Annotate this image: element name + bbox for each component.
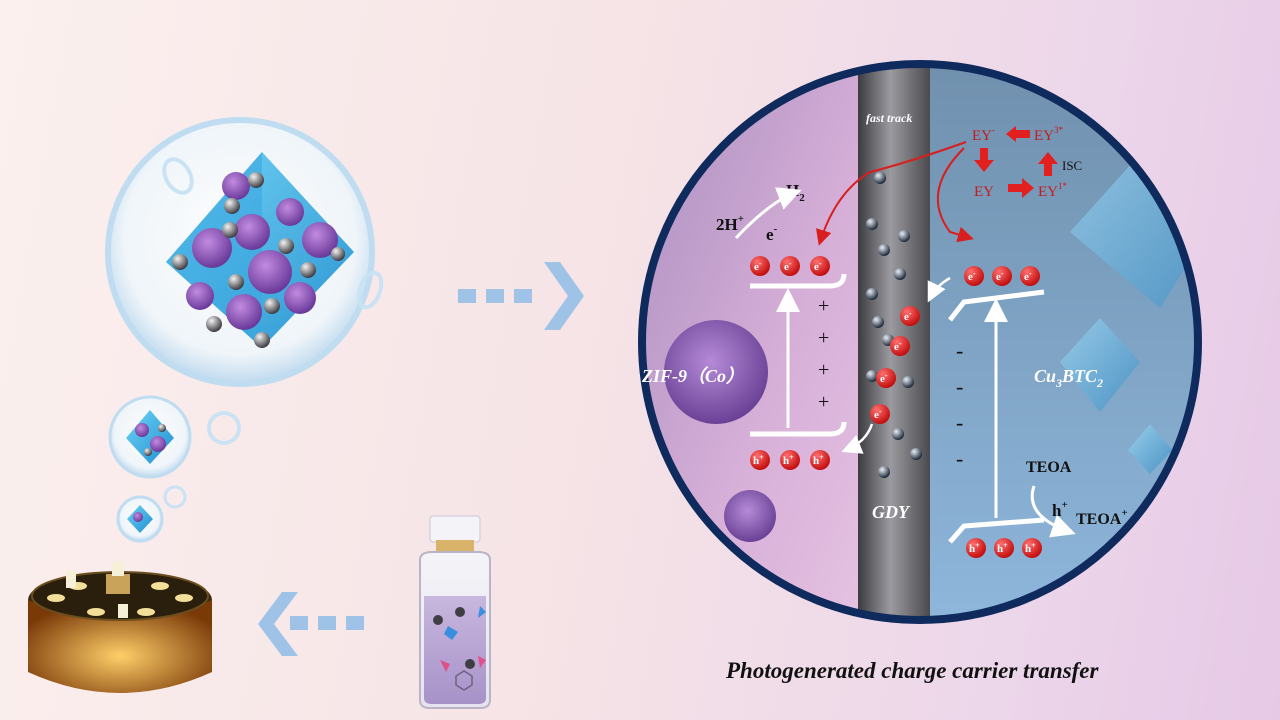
svg-text:e-: e- <box>874 407 882 421</box>
svg-text:e-: e- <box>784 259 792 273</box>
two-h-plus-label: 2H+ <box>716 213 744 234</box>
svg-text:e-: e- <box>880 371 888 385</box>
ey3-label: EY3* <box>1034 125 1064 144</box>
arrow-left-icon <box>258 592 364 656</box>
zif-vb-line <box>750 421 847 437</box>
red-arrow-icon <box>974 148 994 172</box>
zif-holes: h+ h+ h+ <box>750 450 830 470</box>
svg-text:e-: e- <box>894 339 902 353</box>
ey1-label: EY1* <box>1038 181 1068 200</box>
fast-track-label: fast track <box>866 111 912 125</box>
small-ring <box>207 411 241 445</box>
red-arrow-icon <box>1008 178 1034 198</box>
small-ring <box>163 485 187 509</box>
svg-text:e-: e- <box>1024 269 1032 283</box>
zif-particle <box>724 490 776 542</box>
svg-text:+: + <box>818 391 829 413</box>
e-minus-label: e- <box>766 223 778 244</box>
svg-text:e-: e- <box>754 259 762 273</box>
teoa-label: TEOA <box>1026 459 1072 476</box>
svg-text:e-: e- <box>996 269 1004 283</box>
plus-signs: + + + + <box>818 295 829 413</box>
purple-particles <box>186 172 338 330</box>
red-arrow-icon <box>1038 152 1058 176</box>
svg-text:-: - <box>956 338 963 363</box>
minus-signs: - - - - <box>956 338 963 471</box>
outer-ring <box>638 60 1202 624</box>
charge-transfer-diagram: fast track EY- EY3* ISC EY EY1* H2 2H+ e… <box>638 60 1202 624</box>
svg-text:h+: h+ <box>997 541 1008 555</box>
svg-text:-: - <box>956 410 963 435</box>
electron-path-arrow <box>816 141 967 246</box>
cu-holes: h+ h+ h+ <box>966 538 1042 558</box>
svg-text:h+: h+ <box>783 453 794 467</box>
mof-bubble-medium <box>108 395 192 479</box>
zif-electrons: e- e- e- <box>750 256 830 276</box>
zif-particle <box>664 320 768 424</box>
mof-bubble-small <box>116 495 164 543</box>
reaction-vial <box>419 515 491 709</box>
gdy-label: GDY <box>872 502 911 522</box>
isc-label: ISC <box>1062 158 1082 173</box>
svg-text:h+: h+ <box>813 453 824 467</box>
svg-text:e-: e- <box>904 309 912 323</box>
gdy-balls <box>866 172 922 478</box>
h-plus-label: h+ <box>1052 499 1068 520</box>
svg-text:e-: e- <box>814 259 822 273</box>
electron-path-arrow <box>936 147 974 243</box>
grey-particles <box>172 172 345 348</box>
h2-evolution-arrow <box>734 187 802 240</box>
zif-cb-line <box>750 273 847 289</box>
mof-bubble-large <box>105 117 384 387</box>
transfer-arrow <box>841 423 874 454</box>
gdy-electrons: e- e- e- e- <box>870 306 920 424</box>
cu3btc2-label: Cu3BTC2 <box>1034 366 1103 390</box>
cu-crystal <box>1128 424 1172 474</box>
red-arrow-icon <box>1006 126 1030 142</box>
left-illustration <box>28 117 584 709</box>
svg-text:-: - <box>956 446 963 471</box>
ey-minus-label: EY- <box>972 125 995 144</box>
ey-cycle: EY- EY3* ISC EY EY1* <box>972 125 1082 200</box>
cu-electrons: e- e- e- <box>964 266 1040 286</box>
transfer-arrow <box>927 276 951 303</box>
svg-text:+: + <box>818 359 829 381</box>
arrow-right-icon <box>458 262 584 330</box>
diagram-caption: Photogenerated charge carrier transfer <box>726 658 1099 683</box>
svg-text:h+: h+ <box>753 453 764 467</box>
cu-vb-line <box>948 517 1045 544</box>
cu-cb-line <box>948 289 1045 322</box>
ey-label: EY <box>974 184 994 200</box>
zif-label: ZIF-9（Co） <box>641 366 744 386</box>
svg-text:+: + <box>818 327 829 349</box>
svg-text:h+: h+ <box>969 541 980 555</box>
svg-text:e-: e- <box>968 269 976 283</box>
photoreactor <box>28 562 212 693</box>
svg-text:-: - <box>956 374 963 399</box>
svg-text:h+: h+ <box>1025 541 1036 555</box>
oxidation-arrow <box>1030 485 1076 538</box>
teoa-plus-label: TEOA+ <box>1076 507 1128 528</box>
svg-text:+: + <box>818 295 829 317</box>
cu-crystal <box>1060 318 1140 412</box>
